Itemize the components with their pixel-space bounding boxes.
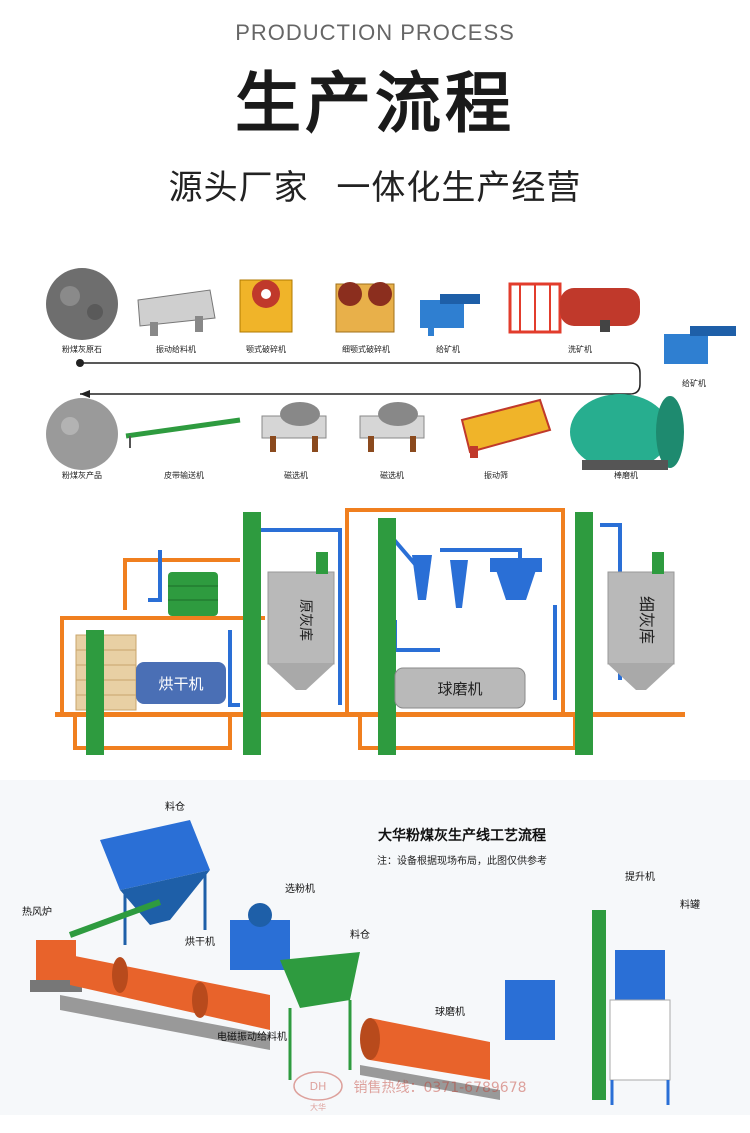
production-line-illustration: 大华粉煤灰生产线工艺流程 注：设备根据现场布局，此图仅供参考 料仓 热风炉 烘干…: [0, 780, 750, 1115]
flow-label-7: 粉煤灰产品: [62, 470, 102, 480]
brand-logo: DH: [310, 1080, 327, 1093]
ore-washer-icon: [508, 282, 640, 334]
jaw-crusher-icon: [239, 279, 293, 333]
flow-line: [80, 362, 641, 395]
flow-label-6: 洗矿机: [568, 344, 592, 354]
flow-label-3: 颚式破碎机: [246, 344, 286, 354]
header: PRODUCTION PROCESS 生产流程 源头厂家 一体化生产经营: [0, 0, 750, 230]
ore-feeder-icon: [420, 294, 480, 336]
equipment-flow-diagram: 粉煤灰原石 振动给料机 颚式破碎机 细颚式破碎机 给矿机 洗矿机 给矿机 粉煤灰…: [46, 268, 736, 480]
elevator-2: [243, 512, 261, 755]
fine-silo-label: 细灰库: [637, 596, 656, 644]
brick-furnace: [75, 634, 137, 711]
label-separator: 选粉机: [285, 882, 315, 895]
dryer: [136, 662, 226, 704]
brand-watermark: DH 大华 销售热线：0371-6789678: [293, 1071, 527, 1112]
raw-silo: [267, 571, 335, 665]
hot-blast-furnace: [30, 940, 82, 992]
magnetic-separator-icon-1: [261, 402, 327, 452]
line-note: 注：设备根据现场布局，此图仅供参考: [377, 854, 547, 867]
label-hopper-mid: 料仓: [350, 928, 370, 941]
fine-silo: [607, 571, 675, 665]
flow-label-5: 给矿机: [436, 344, 460, 354]
cyclone-2: [450, 560, 468, 608]
magnetic-separator-icon-2: [359, 402, 425, 452]
fine-jaw-crusher-icon: [335, 282, 395, 333]
sales-hotline: 销售热线：0371-6789678: [353, 1080, 526, 1096]
label-tank: 料罐: [680, 898, 700, 911]
flow-arrow-head: [80, 390, 90, 398]
label-hot-blast: 热风炉: [22, 905, 52, 918]
elevator-4: [575, 512, 593, 755]
label-elevator: 提升机: [625, 870, 655, 883]
rod-mill-icon: [570, 394, 684, 470]
flow-label-9: 磁选机: [284, 470, 308, 480]
vibrating-feeder-icon: [137, 289, 216, 336]
flow-label-8: 皮带输送机: [164, 470, 204, 480]
feed-hopper: [168, 572, 218, 616]
fly-ash-product-icon: [46, 398, 118, 470]
ball-mill-label: 球磨机: [437, 680, 482, 698]
dryer-label: 烘干机: [158, 675, 203, 693]
flow-label-10: 磁选机: [380, 470, 404, 480]
elevator-3: [378, 518, 396, 755]
flow-label-1: 粉煤灰原石: [62, 344, 102, 354]
ball-mill-3d: [360, 1018, 500, 1100]
page-title: 生产流程: [235, 65, 515, 142]
conveyor-belt: [68, 899, 162, 938]
flow-label-right: 给矿机: [682, 378, 706, 388]
elevator-1: [86, 630, 104, 755]
separator-2: [505, 980, 555, 1040]
label-hopper-top: 料仓: [165, 800, 185, 813]
brand-logo-sub: 大华: [310, 1102, 326, 1112]
ball-mill: [394, 667, 526, 709]
label-dryer: 烘干机: [185, 935, 215, 948]
raw-stone-icon: [46, 268, 118, 340]
vibrating-screen-icon: [460, 398, 552, 458]
cyclone-1: [412, 555, 432, 600]
flow-label-4: 细颚式破碎机: [342, 344, 390, 354]
belt-conveyor-icon: [125, 417, 241, 448]
line-title: 大华粉煤灰生产线工艺流程: [378, 827, 546, 844]
floor-pipe: [55, 712, 685, 717]
label-ball-mill: 球磨机: [435, 1005, 465, 1018]
subtitle-integrated: 一体化生产经营: [336, 168, 582, 208]
page-subtitle: 源头厂家 一体化生产经营: [0, 160, 750, 209]
return-pipe-left: [73, 717, 232, 750]
bucket-elevator: [592, 910, 606, 1100]
mid-hopper: [280, 952, 360, 1080]
flow-start-dot: [76, 359, 84, 367]
powder-separator: [230, 903, 290, 970]
rotary-dryer: [60, 955, 270, 1050]
flow-label-11: 振动筛: [484, 470, 508, 480]
subtitle-source: 源头厂家: [168, 168, 309, 208]
raw-silo-label: 原灰库: [297, 599, 313, 641]
ore-feeder-icon-right: [664, 326, 736, 364]
eyebrow-text: PRODUCTION PROCESS: [235, 20, 515, 45]
flow-label-12: 棒磨机: [614, 470, 638, 480]
label-vib-feeder: 电磁振动给料机: [217, 1030, 287, 1043]
plant-schematic: 烘干机 原灰库 球磨机 细灰库: [55, 508, 685, 755]
storage-tank: [609, 950, 671, 1105]
flow-label-2: 振动给料机: [156, 344, 196, 354]
